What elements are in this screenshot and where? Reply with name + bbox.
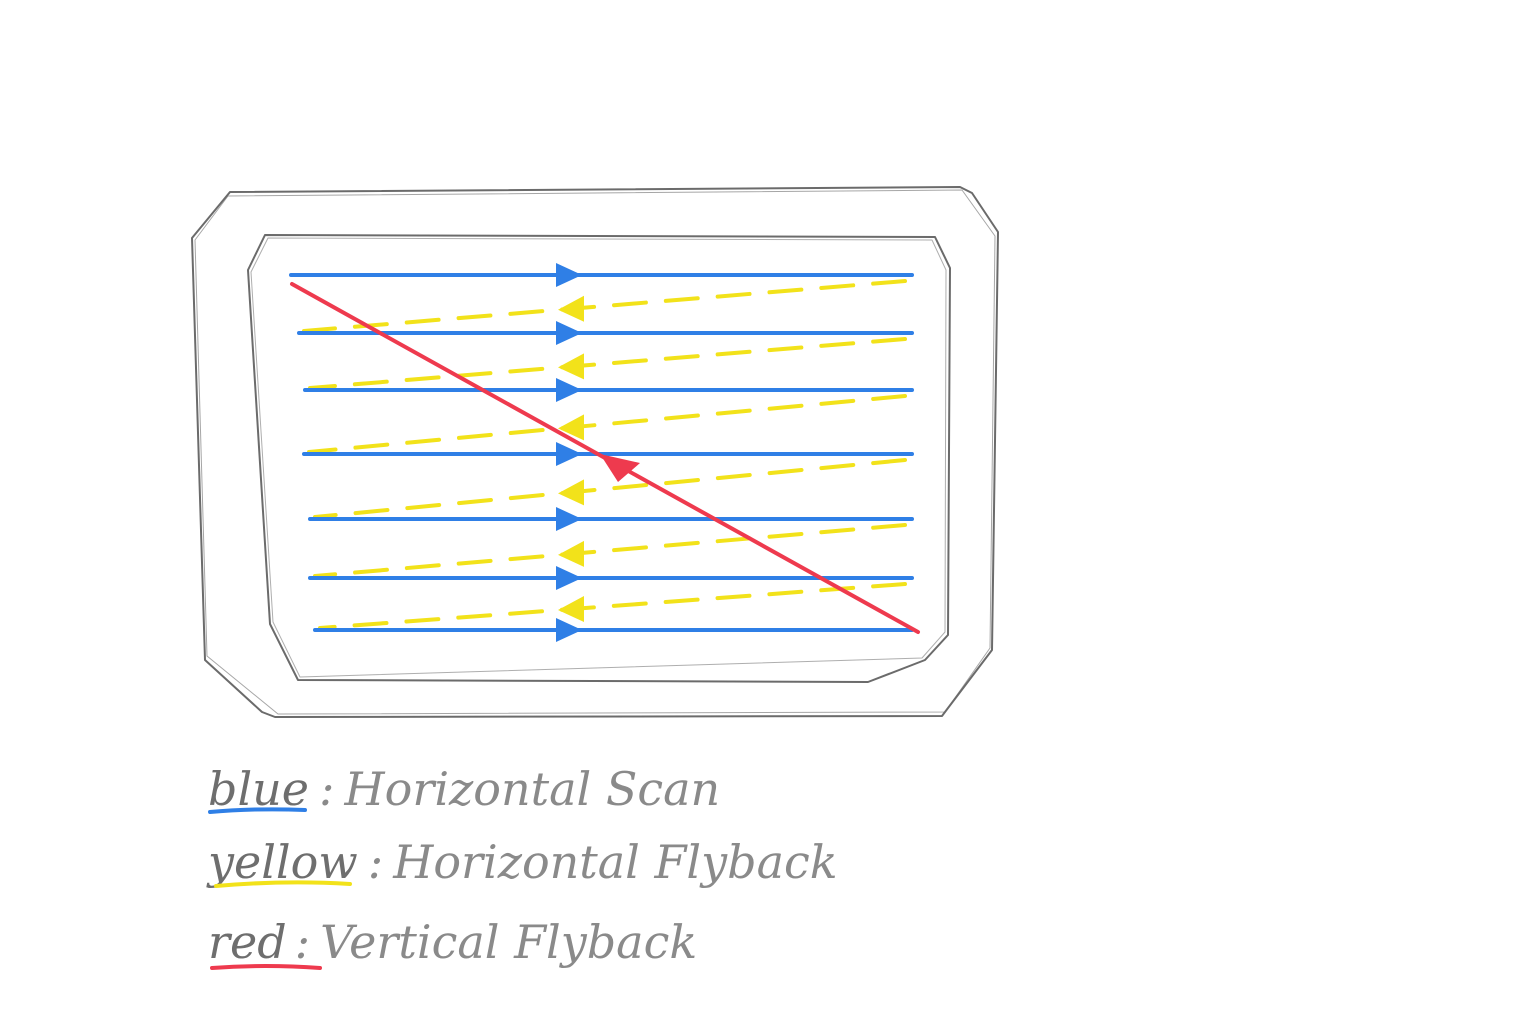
flyback-arrow [558,295,584,322]
legend-underline-blue [208,807,307,814]
flyback-line [307,394,907,454]
flyback-line [318,582,907,630]
flyback-arrow [558,414,584,441]
svg-text:yellow:Horizontal Flyback: yellow:Horizontal Flyback [206,835,838,889]
legend-underline-yellow [214,880,352,888]
scan-arrow [556,263,582,287]
svg-text:blue:Horizontal Scan: blue:Horizontal Scan [208,762,720,816]
flyback-line [313,458,907,519]
horizontal-flyback-lines [302,279,907,630]
screen-frame [191,186,999,718]
flyback-arrow [558,540,584,567]
scan-arrow [556,566,582,590]
legend-item-blue: blue:Horizontal Scan [208,762,720,816]
scan-arrow [556,321,582,345]
legend: blue:Horizontal Scan yellow:Horizontal F… [206,762,838,970]
legend-desc-blue: Horizontal Scan [344,762,721,816]
legend-separator: : [295,915,311,969]
legend-separator: : [319,762,335,816]
legend-key-yellow: yellow [206,835,358,889]
legend-underline-red [210,964,322,970]
legend-desc-red: Vertical Flyback [320,915,697,969]
scan-arrow [556,378,582,402]
flyback-arrow [558,353,584,380]
scan-arrow [556,507,582,531]
scan-arrow [556,618,582,642]
vertical-flyback [290,282,920,634]
horizontal-scan-lines [289,263,914,642]
flyback-line [308,337,907,390]
flyback-line [302,279,907,333]
vertical-flyback-arrow [600,454,640,482]
legend-desc-yellow: Horizontal Flyback [392,835,837,889]
scan-arrow [556,442,582,466]
legend-item-red: red:Vertical Flyback [208,915,697,970]
flyback-line [313,523,907,578]
inner-screen [247,234,951,683]
flyback-arrow [558,595,584,622]
legend-item-yellow: yellow:Horizontal Flyback [206,835,838,889]
flyback-arrow [558,479,584,506]
legend-key-blue: blue [208,762,309,816]
legend-key-red: red [208,915,287,969]
legend-separator: : [368,835,384,889]
svg-text:red:Vertical Flyback: red:Vertical Flyback [208,915,697,969]
